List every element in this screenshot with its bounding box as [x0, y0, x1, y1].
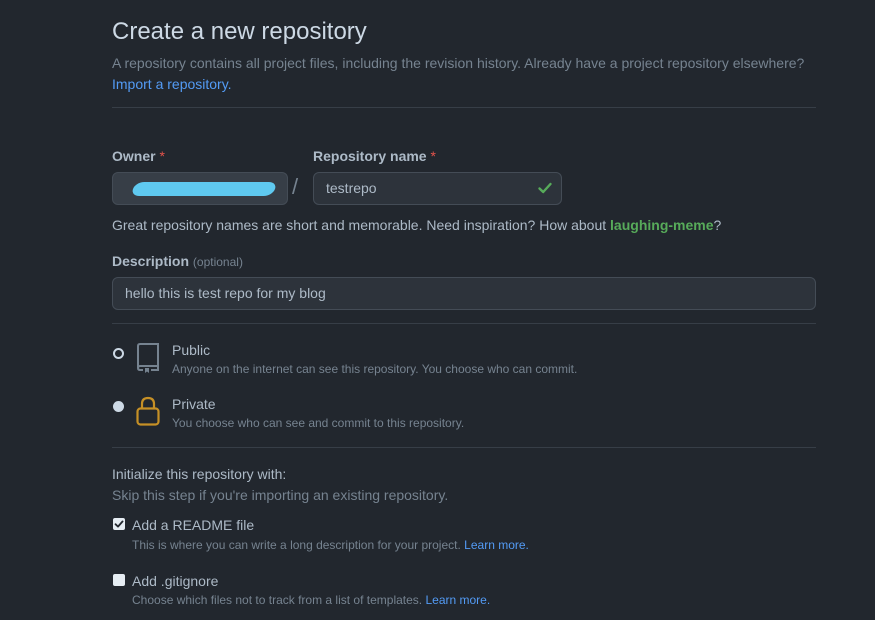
- name-hint: Great repository names are short and mem…: [112, 217, 721, 233]
- repository-name-label: Repository name *: [313, 148, 436, 164]
- lock-icon: [136, 396, 160, 426]
- readme-desc-text: This is where you can write a long descr…: [132, 538, 461, 552]
- name-suggestion-link[interactable]: laughing-meme: [610, 217, 714, 233]
- initialize-subtitle: Skip this step if you're importing an ex…: [112, 487, 449, 503]
- gitignore-description: Choose which files not to track from a l…: [132, 593, 490, 607]
- hint-suffix: ?: [713, 217, 722, 233]
- import-repository-link[interactable]: Import a repository.: [112, 76, 232, 92]
- check-icon: [538, 182, 552, 194]
- description-input[interactable]: hello this is test repo for my blog: [112, 277, 816, 310]
- public-description: Anyone on the internet can see this repo…: [172, 362, 578, 376]
- hint-text: Great repository names are short and mem…: [112, 217, 611, 233]
- description-value: hello this is test repo for my blog: [125, 285, 326, 301]
- optional-tag: (optional): [192, 255, 243, 269]
- page-subtitle: A repository contains all project files,…: [112, 53, 812, 95]
- gitignore-label[interactable]: Add .gitignore: [132, 573, 219, 589]
- checkbox-checked-icon[interactable]: [113, 518, 125, 530]
- readme-description: This is where you can write a long descr…: [132, 538, 529, 552]
- initialize-title: Initialize this repository with:: [112, 466, 287, 482]
- subtitle-text: A repository contains all project files,…: [112, 55, 805, 71]
- divider: [112, 107, 816, 108]
- visibility-public-radio[interactable]: [113, 348, 124, 359]
- visibility-private-radio[interactable]: [113, 401, 124, 412]
- divider: [112, 447, 816, 448]
- description-label: Description (optional): [112, 253, 243, 269]
- owner-label: Owner *: [112, 148, 165, 164]
- readme-learn-more-link[interactable]: Learn more.: [464, 538, 529, 552]
- redacted-owner-scribble: [130, 182, 278, 196]
- repository-name-input[interactable]: testrepo: [313, 172, 562, 205]
- repository-name-value: testrepo: [326, 180, 377, 196]
- required-mark: *: [159, 148, 165, 164]
- gitignore-learn-more-link[interactable]: Learn more.: [425, 593, 491, 607]
- repo-icon: [137, 343, 159, 373]
- readme-label[interactable]: Add a README file: [132, 517, 255, 533]
- description-label-text: Description: [112, 253, 190, 269]
- owner-label-text: Owner: [112, 148, 156, 164]
- page-title: Create a new repository: [112, 18, 367, 45]
- public-title: Public: [172, 342, 211, 358]
- gitignore-desc-text: Choose which files not to track from a l…: [132, 593, 423, 607]
- gitignore-checkbox[interactable]: [113, 574, 125, 586]
- divider: [112, 323, 816, 324]
- owner-select[interactable]: [112, 172, 288, 205]
- owner-repo-separator: /: [292, 174, 299, 199]
- private-description: You choose who can see and commit to thi…: [172, 416, 465, 430]
- repo-label-text: Repository name: [313, 148, 427, 164]
- private-title: Private: [172, 396, 216, 412]
- required-mark: *: [430, 148, 436, 164]
